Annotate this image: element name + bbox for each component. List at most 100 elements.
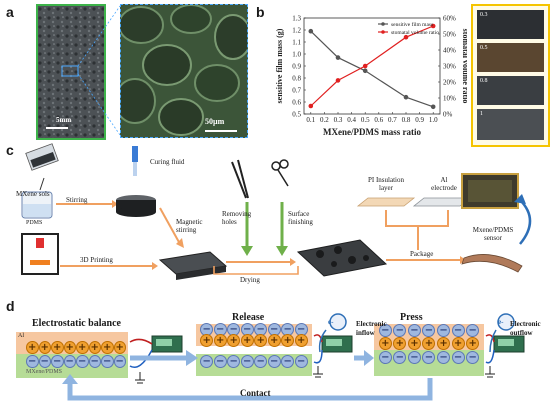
x-tick-label: 0.9 xyxy=(415,116,424,124)
scissors-icon xyxy=(271,159,289,187)
thumb-label: 0.8 xyxy=(480,78,488,84)
press-title: Press xyxy=(400,312,423,323)
merge-arrows xyxy=(385,210,449,250)
mixed-dish-icon xyxy=(116,195,156,217)
y-right-tick-label: 40% xyxy=(443,47,456,55)
contact-return-arrow xyxy=(67,378,433,401)
thumb-0-8: 0.8 xyxy=(477,76,544,105)
magnetic-stirring-arrow xyxy=(159,207,181,245)
release-bottom-negative: −−−−−−−− xyxy=(200,354,308,368)
data-point xyxy=(362,68,368,74)
press-top-negative: −−−−−−− xyxy=(378,324,480,337)
y-left-tick-label: 0.7 xyxy=(292,87,301,95)
ground-icon xyxy=(313,366,323,378)
curing-dropper-icon xyxy=(132,146,138,176)
thumb-0-5: 0.5 xyxy=(477,43,544,72)
scale-left-label: 5mm xyxy=(56,116,72,124)
electrostatic-balance-title: Electrostatic balance xyxy=(32,318,121,329)
x-tick-label: 0.1 xyxy=(306,116,315,124)
y-left-tick-label: 0.8 xyxy=(292,75,301,83)
3d-printer-icon xyxy=(21,233,59,275)
release-al-plate: −−−−−−−− ++++++++ xyxy=(196,323,312,347)
x-tick-label: 0.2 xyxy=(320,116,329,124)
x-tick-label: 1.0 xyxy=(429,116,438,124)
sensor-photo-icon xyxy=(461,173,519,209)
release-mxene-plate: −−−−−−−− xyxy=(196,354,312,376)
morphology-thumb-panel: 0.3 0.5 0.8 1 xyxy=(471,4,550,147)
data-point xyxy=(403,94,409,100)
y-right-axis-title: stomatal volume ratio xyxy=(461,29,467,104)
removing-holes-label: Removing holes xyxy=(222,210,252,226)
sensor-curved-arrow xyxy=(519,199,532,245)
meter-icon-3 xyxy=(493,335,525,353)
x-tick-label: 0.5 xyxy=(361,116,370,124)
electronic-inflow-label: Electronic inflow xyxy=(356,320,387,337)
y-right-tick-label: 20% xyxy=(443,79,456,87)
tweezers-icon xyxy=(231,159,249,199)
y-left-tick-label: 0.9 xyxy=(292,63,301,71)
thumb-0-3: 0.3 xyxy=(477,10,544,39)
al-electrode-label: Al electrode xyxy=(431,176,457,192)
y-left-tick-label: 0.5 xyxy=(292,111,301,119)
drying-label: Drying xyxy=(240,276,260,284)
legend-marker xyxy=(381,22,385,26)
ground-icon xyxy=(135,372,145,384)
y-right-tick-label: 10% xyxy=(443,95,456,103)
zoom-connector-lines xyxy=(77,5,121,136)
release-top-positive: ++++++++ xyxy=(200,334,308,347)
scale-right-label: 50µm xyxy=(205,117,225,126)
data-point xyxy=(362,63,368,69)
mxene-pdms-label: MXene/PDMS xyxy=(26,369,63,375)
pdms-beaker-icon xyxy=(21,191,53,219)
balance-mxene-plate: −−−−−−−− MXene/PDMS xyxy=(16,354,128,378)
y-left-tick-label: 1.0 xyxy=(292,51,301,59)
panel-d-letter: d xyxy=(6,298,15,314)
pi-layer-icon xyxy=(356,197,416,207)
drying-bracket xyxy=(213,266,299,275)
y-left-tick-label: 1.3 xyxy=(292,15,301,23)
overview-texture xyxy=(38,6,104,138)
press-al-plate: −−−−−−− +++++++ xyxy=(374,324,484,350)
meter-icon-1 xyxy=(151,335,183,353)
y-left-tick-label: 0.6 xyxy=(292,99,301,107)
mold-icon xyxy=(158,251,228,280)
legend-label: stomatal volume ratio xyxy=(391,30,439,36)
3d-printing-label: 3D Printing xyxy=(80,256,113,264)
sensor-overview-micrograph: 5mm xyxy=(36,4,106,140)
al-electrode-icon xyxy=(412,197,472,207)
data-point xyxy=(308,103,314,109)
pi-layer-label: PI Insulation layer xyxy=(368,176,404,192)
series-line-0 xyxy=(310,30,434,108)
thumb-1: 1 xyxy=(477,109,544,140)
balance-al-plate: Al ++++++++ xyxy=(16,332,128,354)
y-left-axis-title: sensitive film mass (g) xyxy=(275,28,284,103)
x-tick-label: 0.6 xyxy=(374,116,383,124)
panel-b-letter: b xyxy=(256,4,265,20)
positive-charges: ++++++++ xyxy=(26,340,126,354)
y-left-tick-label: 1.1 xyxy=(292,39,301,47)
zoom-region-box xyxy=(61,65,79,77)
release-top-negative: −−−−−−−− xyxy=(200,323,308,336)
ground-icon xyxy=(485,366,495,378)
fabrication-flow xyxy=(21,143,532,280)
x-tick-label: 0.8 xyxy=(402,116,411,124)
x-axis-title: MXene/PDMS mass ratio xyxy=(323,127,421,137)
pore-zoom-micrograph: 50µm xyxy=(120,4,248,138)
data-point xyxy=(335,78,341,83)
porous-film-icon xyxy=(296,239,388,277)
thumb-label: 0.3 xyxy=(480,12,488,18)
series-line-1 xyxy=(310,25,434,107)
electronic-outflow-label: Electronic outflow xyxy=(510,320,541,337)
data-point xyxy=(403,34,409,40)
y-right-tick-label: 50% xyxy=(443,31,456,39)
meter-icon-2 xyxy=(321,335,353,353)
negative-charges: −−−−−−−− xyxy=(26,354,126,368)
contact-label: Contact xyxy=(240,388,271,398)
legend-label: sensitive film mass xyxy=(391,21,433,28)
electron-badge-inflow xyxy=(329,313,347,331)
press-top-positive: +++++++ xyxy=(378,336,480,350)
mxene-sols-label: MXene sols xyxy=(16,190,50,198)
y-left-tick-label: 1.2 xyxy=(292,27,301,35)
sensor-label: Mxene/PDMS sensor xyxy=(472,226,514,242)
